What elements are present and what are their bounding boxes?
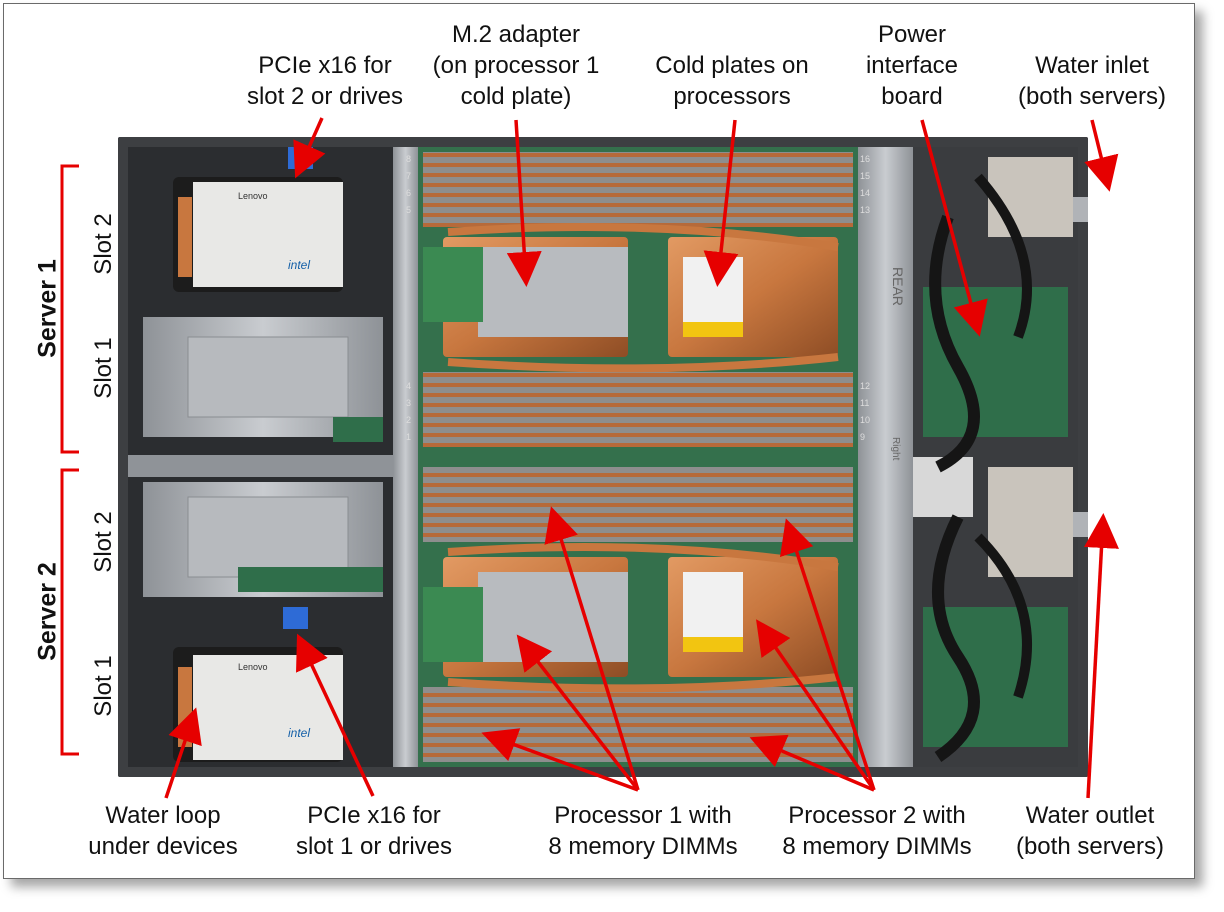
label-pcie-slot2: PCIe x16 for slot 2 or drives [246,52,404,110]
s1-drive-label [193,182,343,287]
label-proc2: Processor 2 with 8 memory DIMMs [782,802,972,860]
label-m2-adapter: M.2 adapter (on processor 1 cold plate) [432,21,600,110]
water-inlet-manifold [988,157,1073,237]
label-water-loop: Water loop under devices [88,802,238,860]
s2-dimms-top [423,467,853,542]
dimm-num: 13 [860,205,870,215]
label-pcie-slot1: PCIe x16 for slot 1 or drives [295,802,453,860]
dimm-num: 2 [406,415,411,425]
dimm-num: 7 [406,171,411,181]
dimm-num: 8 [406,154,411,164]
server-tray-drawing: Lenovo intel Lenovo intel [118,137,1088,777]
label-server1: Server 1 [33,259,62,358]
drive-brand-2: intel [288,726,310,740]
label-water-outlet: Water outlet (both servers) [1015,802,1165,860]
label-s1-slot2: Slot 2 [90,213,117,275]
server-tray-photo: Lenovo intel Lenovo intel [118,137,1088,777]
dimm-num: 14 [860,188,870,198]
right-rail [858,147,913,767]
brand-label-2: Lenovo [238,662,268,672]
drive-brand-1: intel [288,258,310,272]
label-s2-slot2: Slot 2 [90,511,117,573]
left-rail [393,147,418,767]
label-proc1: Processor 1 with 8 memory DIMMs [548,802,738,860]
label-server2: Server 2 [33,562,62,661]
dimm-num: 11 [860,398,869,408]
brand-label-1: Lenovo [238,191,268,201]
dimm-num: 4 [406,381,411,391]
dimm-num: 1 [406,432,411,442]
dimm-num: 6 [406,188,411,198]
dimm-num: 5 [406,205,411,215]
dimm-num: 16 [860,154,870,164]
s1-dimms-bottom [423,372,853,447]
s2-dimms-bottom [423,687,853,762]
label-power-board: Power interface board [865,21,959,110]
right-text: Right [890,437,901,461]
dimm-num: 15 [860,171,870,181]
dimm-num: 9 [860,432,865,442]
dimm-num: 12 [860,381,870,391]
power-interface-board [923,287,1068,437]
label-s2-slot1: Slot 1 [90,655,117,717]
dimm-num: 10 [860,415,870,425]
label-cold-plates: Cold plates on processors [655,52,809,110]
s1-dimms-top [423,152,853,227]
rear-text: REAR [890,267,906,306]
dimm-num: 3 [406,398,411,408]
m2-adapter [478,247,628,337]
label-s1-slot1: Slot 1 [90,337,117,399]
label-water-inlet: Water inlet (both servers) [1017,52,1167,110]
